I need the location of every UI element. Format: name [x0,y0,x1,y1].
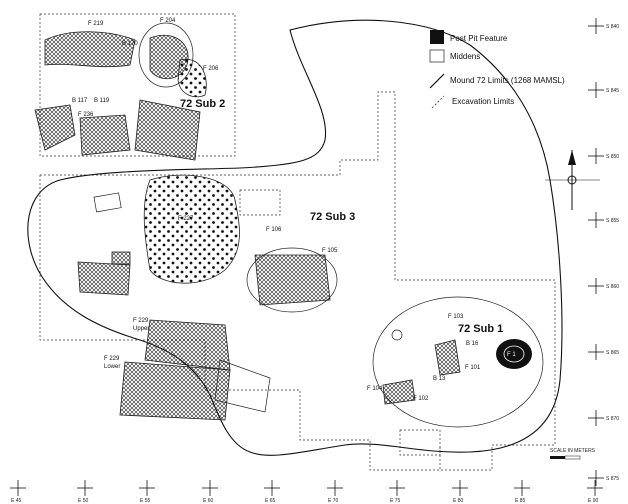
north-arrow [545,150,600,210]
axis-label-bottom: E 75 [390,498,401,504]
feature-label: F 206 [203,66,219,72]
legend [429,30,445,109]
bottom-grid-marks [10,480,603,496]
legend-mound-label: Mound 72 Limits (1268 MAMSL) [450,76,565,85]
f1-post-pit [496,339,532,369]
feature-label: F 236 [78,112,94,118]
feature-label: F 229 [104,356,120,362]
feature-label: F 1 [507,352,516,358]
feature-label: F 106 [266,227,282,233]
feature-label: F 229 [133,318,149,324]
sub1-features [372,296,544,428]
axis-label-right: S 850 [606,154,619,160]
legend-post-pit-symbol [430,30,444,44]
axis-label-bottom: E 70 [328,498,339,504]
feature-sublabel: Lower [104,364,120,370]
axis-label-right: S 840 [606,24,619,30]
axis-label-right: S 845 [606,88,619,94]
axis-label-bottom: E 50 [78,498,89,504]
burial-label: B 13 [433,376,446,382]
axis-label-right: S 875 [606,476,619,482]
axis-label-bottom: E 60 [203,498,214,504]
axis-label-right: S 865 [606,350,619,356]
axis-label-bottom: E 65 [265,498,276,504]
axis-label-right: S 855 [606,218,619,224]
excavation-limits [39,13,556,471]
legend-midden-symbol [429,49,445,63]
f229-features [119,319,271,421]
feature-label: F 102 [413,396,429,402]
sub2-features [34,22,207,161]
legend-post-pit-label: Post Pit Feature [450,34,508,43]
axis-label-bottom: E 80 [453,498,464,504]
area-label-sub2: 72 Sub 2 [180,98,225,110]
scale-label: SCALE IN METERS [550,448,596,454]
legend-mound-symbol [429,73,445,89]
feature-sublabel: Upper [133,326,149,332]
burial-label: B 16 [466,341,479,347]
burial-label: B 119 [94,98,110,104]
burial-label: B 117 [72,98,88,104]
feature-label: F 105 [322,248,338,254]
axis-label-bottom: E 85 [515,498,526,504]
feature-label: F 103 [448,314,464,320]
right-grid-marks [588,18,604,486]
feature-label: F 219 [88,21,104,27]
axis-label-bottom: E 90 [588,498,599,504]
area-label-sub3: 72 Sub 3 [310,211,355,223]
feature-label: F 227 [178,216,194,222]
axis-label-bottom: E 45 [11,498,22,504]
axis-label-right: S 860 [606,284,619,290]
burial-label: B 170 [122,41,138,47]
feature-label: F 101 [465,365,481,371]
axis-label-right: S 870 [606,416,619,422]
legend-excavation-label: Excavation Limits [452,97,514,106]
feature-label: F 104 [367,386,383,392]
sub3-features [77,174,338,313]
area-label-sub1: 72 Sub 1 [458,323,503,335]
scale-bar [550,455,581,460]
legend-middens-label: Middens [450,52,480,61]
legend-excavation-symbol [431,95,445,109]
axis-label-bottom: E 55 [140,498,151,504]
feature-label: F 204 [160,18,176,24]
